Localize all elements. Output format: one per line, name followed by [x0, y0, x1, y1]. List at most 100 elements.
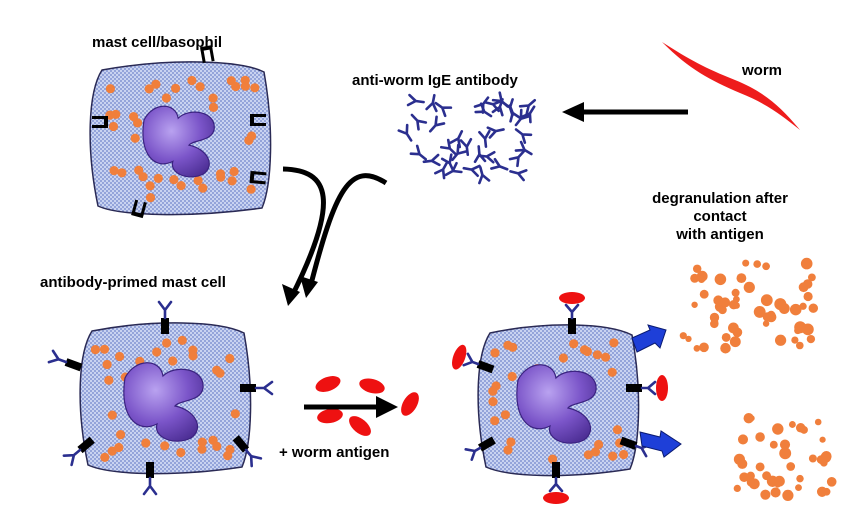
- granule: [130, 133, 140, 143]
- granule: [794, 326, 802, 335]
- granule: [814, 418, 822, 426]
- granule: [762, 262, 770, 271]
- granule: [225, 353, 235, 364]
- crosslinked-receptor: [626, 375, 668, 401]
- granule: [795, 484, 802, 492]
- granule: [216, 172, 226, 182]
- antibody-icon: [518, 98, 537, 116]
- granule: [820, 451, 832, 463]
- granule: [594, 439, 604, 450]
- granule: [188, 351, 198, 361]
- label-degranulation-line1: degranulation after: [652, 190, 788, 207]
- granule: [607, 367, 617, 377]
- granule: [609, 338, 619, 348]
- granule: [225, 444, 235, 455]
- primed-receptor: [142, 462, 158, 496]
- crosslinked-receptor: [464, 436, 496, 461]
- antibody-icon: [478, 129, 491, 148]
- granule: [786, 462, 796, 471]
- label-antibody-primed: antibody-primed mast cell: [40, 274, 226, 291]
- granule: [208, 102, 219, 112]
- curved-arrows: [282, 166, 388, 306]
- antibody-icon: [478, 165, 491, 185]
- granule: [714, 273, 727, 286]
- granule: [729, 336, 741, 348]
- granule: [788, 421, 796, 428]
- granule: [800, 257, 813, 270]
- antibody-icon: [473, 145, 487, 164]
- granule: [177, 335, 187, 345]
- granule: [755, 462, 765, 472]
- cell-granules: [105, 75, 260, 203]
- bound-antigen: [543, 492, 569, 504]
- granule: [733, 484, 741, 493]
- granule: [742, 259, 750, 267]
- granule: [760, 489, 771, 500]
- granule: [105, 84, 115, 94]
- granule: [733, 295, 740, 303]
- granule: [782, 489, 794, 501]
- granule: [144, 84, 154, 94]
- cell-nucleus: [516, 364, 597, 444]
- granule: [99, 344, 110, 354]
- granule: [619, 449, 629, 460]
- granule: [108, 121, 119, 132]
- granule: [111, 109, 121, 119]
- cell-granules: [488, 338, 629, 464]
- granule: [90, 345, 100, 355]
- granule: [816, 486, 828, 497]
- cell-nucleus: [123, 362, 204, 442]
- granule: [212, 441, 222, 451]
- label-worm-antigen: + worm antigen: [279, 444, 390, 461]
- granule: [774, 334, 787, 346]
- antigen-icon: [317, 408, 343, 424]
- granule: [231, 81, 241, 92]
- granule: [808, 303, 819, 313]
- antibody-icon: [422, 153, 441, 167]
- granule: [755, 432, 765, 442]
- granule: [796, 474, 804, 483]
- antibody-icon: [434, 101, 453, 118]
- granule: [808, 273, 816, 282]
- crosslinked-receptor: [559, 292, 585, 334]
- granule: [229, 166, 239, 177]
- primed-receptor: [62, 436, 95, 467]
- blue-arrow-upper: [631, 324, 667, 353]
- granule: [171, 83, 181, 93]
- granule: [230, 409, 240, 419]
- granule: [153, 173, 163, 183]
- granule: [721, 332, 731, 342]
- granule: [739, 472, 750, 483]
- granule: [736, 273, 747, 284]
- granule: [819, 436, 826, 443]
- granule: [161, 93, 171, 103]
- bound-antigen: [559, 292, 585, 304]
- bound-antigen: [452, 344, 467, 370]
- antibody-icon: [428, 115, 446, 133]
- granule: [197, 444, 207, 454]
- granule: [569, 339, 579, 349]
- granule: [503, 340, 513, 350]
- granule: [197, 437, 207, 447]
- granule: [169, 175, 179, 185]
- granule: [145, 193, 156, 203]
- granule: [488, 397, 498, 407]
- granule: [728, 322, 739, 334]
- granule: [488, 386, 498, 396]
- granule: [612, 425, 623, 435]
- antibody-icon: [425, 93, 438, 113]
- granule: [720, 342, 731, 354]
- granule: [109, 166, 119, 176]
- granule: [795, 341, 804, 350]
- granule: [133, 118, 143, 128]
- granule: [145, 181, 155, 191]
- cell-nucleus: [142, 105, 215, 178]
- granule: [195, 82, 205, 92]
- granule: [176, 181, 186, 191]
- granule: [208, 93, 218, 103]
- antigen-icon: [349, 416, 371, 436]
- granule: [731, 288, 740, 297]
- granule: [102, 359, 112, 370]
- granule: [583, 450, 594, 460]
- fc-receptor: [200, 45, 215, 63]
